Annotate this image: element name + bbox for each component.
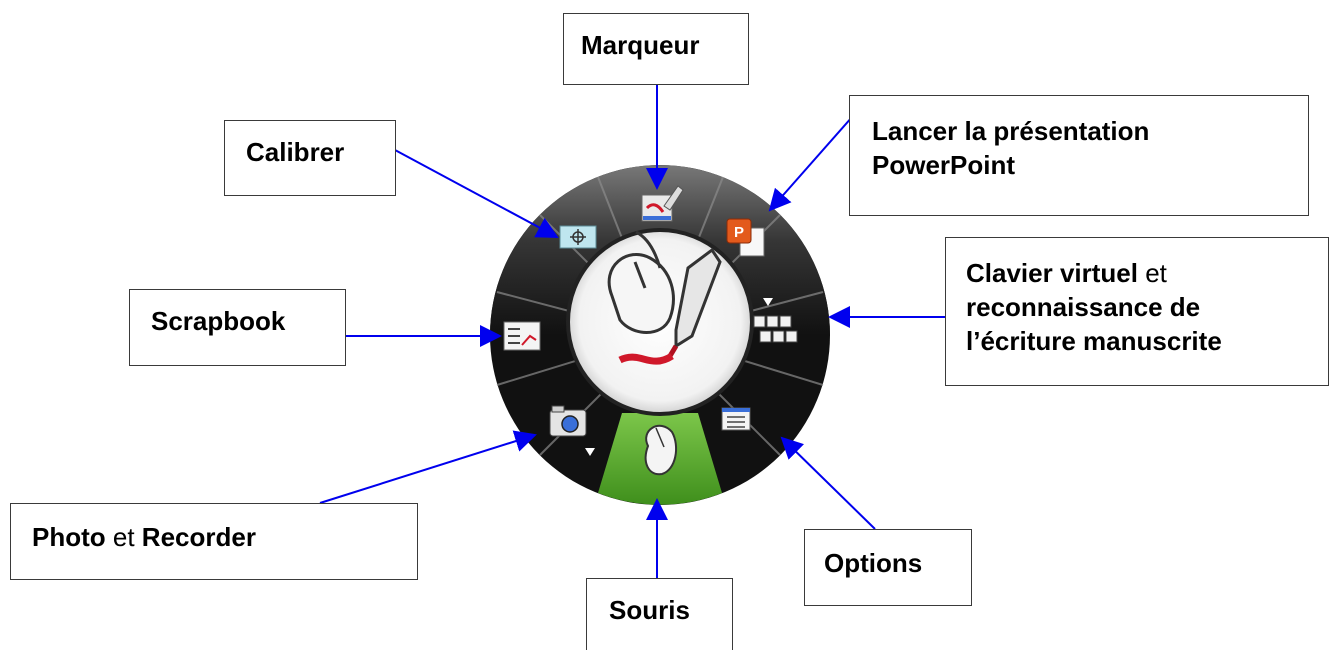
arrow-options [780, 436, 876, 530]
mouse-icon[interactable] [644, 425, 678, 476]
label-scrapbook: Scrapbook [129, 289, 346, 366]
options-icon[interactable] [721, 407, 751, 431]
label-scrapbook-text: Scrapbook [151, 306, 286, 336]
label-souris: Souris [586, 578, 733, 650]
arrow-photo [319, 430, 537, 504]
label-souris-text: Souris [609, 595, 690, 625]
label-photo-et: et [105, 522, 142, 552]
label-calibrer-text: Calibrer [246, 137, 345, 167]
label-options: Options [804, 529, 972, 606]
label-lancer-presentation: Lancer la présentation PowerPoint [849, 95, 1309, 216]
label-calibrer: Calibrer [224, 120, 396, 196]
label-photo-recorder: Photo et Recorder [10, 503, 418, 580]
calibrate-icon[interactable] [559, 225, 597, 249]
label-lancer-line1: Lancer la présentation [872, 116, 1150, 146]
label-clavier-line2: reconnaissance de [966, 292, 1201, 322]
camera-icon[interactable] [549, 405, 595, 456]
powerpoint-icon[interactable]: P [726, 218, 765, 257]
arrow-calibrer [394, 149, 559, 238]
label-marqueur-text: Marqueur [581, 30, 700, 60]
label-clavier-et: et [1137, 258, 1167, 288]
label-photo-recorder-text: Recorder [141, 522, 256, 552]
label-marqueur: Marqueur [563, 13, 749, 85]
keyboard-icon[interactable] [753, 298, 798, 343]
label-clavier-bold: Clavier virtuel [966, 258, 1138, 288]
label-photo-bold: Photo [32, 522, 106, 552]
label-clavier-virtuel: Clavier virtuel et reconnaissance de l’é… [945, 237, 1329, 386]
marker-tool-icon[interactable] [641, 185, 684, 222]
arrow-lancer [768, 107, 861, 212]
label-clavier-line3: l’écriture manuscrite [966, 326, 1222, 356]
mouse-pen-logo-icon [607, 230, 722, 365]
label-options-text: Options [824, 548, 923, 578]
svg-text:P: P [734, 224, 744, 241]
scrapbook-icon[interactable] [503, 321, 541, 351]
label-lancer-line2: PowerPoint [872, 150, 1016, 180]
